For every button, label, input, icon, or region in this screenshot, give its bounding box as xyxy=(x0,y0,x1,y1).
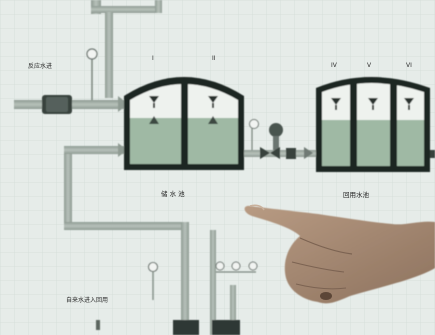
label-tank-right: 回用水池 xyxy=(343,190,370,199)
pipe-top-horizontal xyxy=(91,6,161,13)
tank-left xyxy=(124,77,244,170)
gauge-c-icon xyxy=(249,262,257,270)
pipe-right-outlet xyxy=(430,150,435,158)
pressure-gauge-icon xyxy=(87,49,97,59)
gauge-b-icon xyxy=(232,262,240,270)
gauge-bottom-icon xyxy=(149,263,158,272)
inlet-valve-body xyxy=(46,97,68,112)
tank-right-mark-3: VI xyxy=(406,62,412,69)
pump-right xyxy=(212,320,240,335)
pump-mid-stem xyxy=(273,136,279,150)
pipe-return-vertical xyxy=(64,146,72,230)
pump-left xyxy=(173,320,199,335)
pump-mid-icon xyxy=(269,123,283,137)
pipe-top-right xyxy=(155,0,162,13)
gauge-a-icon xyxy=(216,262,224,270)
pipe-vertical-inlet xyxy=(105,12,113,98)
pipe-bottom-horizontal xyxy=(64,222,189,230)
label-bottom-left: 自来水进入回用 xyxy=(66,296,108,304)
tank-right-mark-1: IV xyxy=(331,62,338,69)
pipe-bottom-vertical-2 xyxy=(210,230,216,335)
label-tank-left: 储 水 池 xyxy=(161,189,185,198)
pipe-bottom-vertical xyxy=(181,222,189,335)
thumb-nail xyxy=(320,292,332,300)
tank-left-mark-2: II xyxy=(212,55,216,62)
tank-right xyxy=(316,77,430,172)
bottom-marker xyxy=(96,320,100,330)
pipe-return-horizontal xyxy=(64,146,126,154)
gauge-mid-icon xyxy=(250,120,259,129)
tank-left-mark-1: I xyxy=(152,55,154,62)
valve-mid-c xyxy=(286,148,296,159)
label-inlet: 反应水进 xyxy=(28,62,52,70)
